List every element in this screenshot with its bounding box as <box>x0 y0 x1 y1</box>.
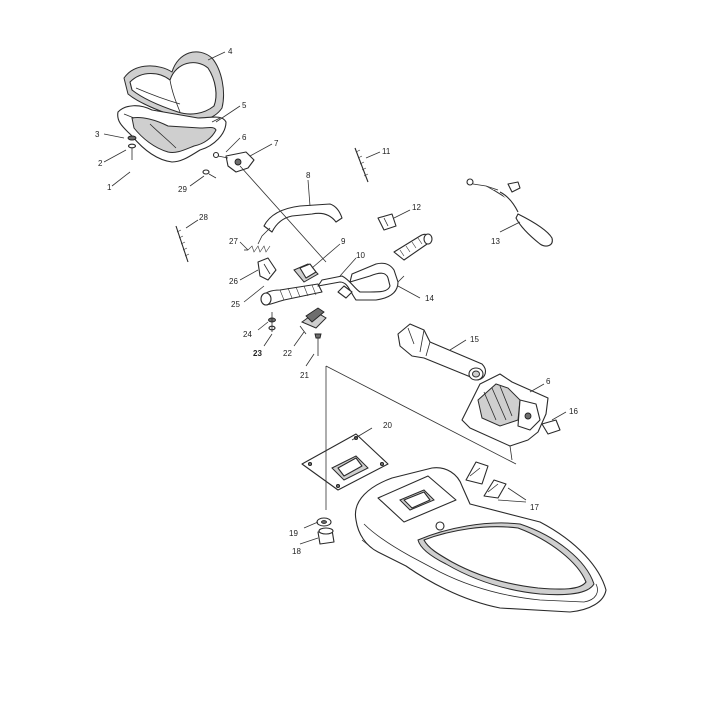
callout-19: 19 <box>289 529 298 538</box>
callout-15: 15 <box>470 335 479 344</box>
bolt-part <box>314 333 322 356</box>
callout-6-top: 6 <box>242 133 247 142</box>
steering-cover-part <box>123 51 225 122</box>
bushing-part <box>317 527 335 545</box>
throttle-cable-part <box>257 203 343 245</box>
steering-shaft-part <box>397 323 487 381</box>
end-cap-part <box>257 257 277 281</box>
pin-part <box>202 169 217 179</box>
lanyard-part <box>466 178 553 247</box>
hull-deck-part <box>354 467 607 613</box>
callout-28: 28 <box>199 213 208 222</box>
callout-18: 18 <box>292 547 301 556</box>
callout-10: 10 <box>356 251 365 260</box>
callout-3: 3 <box>95 130 100 139</box>
callout-27: 27 <box>229 237 238 246</box>
clamp-part <box>299 307 327 335</box>
callout-7: 7 <box>274 139 279 148</box>
mounting-plate-part <box>301 433 389 491</box>
callout-4: 4 <box>228 47 233 56</box>
hook-clips-part <box>465 461 507 499</box>
callout-13: 13 <box>491 237 500 246</box>
steering-mount-part <box>461 373 561 461</box>
rod-part-left <box>175 225 190 263</box>
callout-14: 14 <box>425 294 434 303</box>
handlebar-part <box>260 233 433 306</box>
callout-17: 17 <box>530 503 539 512</box>
callout-6-bottom: 6 <box>546 377 551 386</box>
callout-16: 16 <box>569 407 578 416</box>
washer-part <box>316 517 332 527</box>
callout-2: 2 <box>98 159 103 168</box>
callout-8: 8 <box>306 171 311 180</box>
clip-part <box>377 213 397 231</box>
steering-housing-part <box>117 105 227 163</box>
callout-5: 5 <box>242 101 247 110</box>
rod-part <box>354 147 369 183</box>
callout-1: 1 <box>107 183 112 192</box>
callout-29: 29 <box>178 185 187 194</box>
callout-9: 9 <box>341 237 346 246</box>
callout-11: 11 <box>382 147 391 156</box>
callout-24: 24 <box>243 330 252 339</box>
callout-labels: 1 2 3 4 5 6 7 8 9 10 11 12 13 14 15 6 16… <box>95 47 578 556</box>
callout-22: 22 <box>283 349 292 358</box>
washer-nut-part <box>268 312 276 332</box>
leader-lines <box>103 51 567 545</box>
callout-21: 21 <box>300 371 309 380</box>
callout-12: 12 <box>412 203 421 212</box>
throttle-block-part <box>293 263 319 283</box>
callout-23: 23 <box>253 349 262 358</box>
mounting-bracket-part <box>212 151 255 173</box>
callout-26: 26 <box>229 277 238 286</box>
callout-25: 25 <box>231 300 240 309</box>
screw-and-washers-part <box>127 135 137 160</box>
callout-20: 20 <box>383 421 392 430</box>
spring-part <box>244 245 271 253</box>
